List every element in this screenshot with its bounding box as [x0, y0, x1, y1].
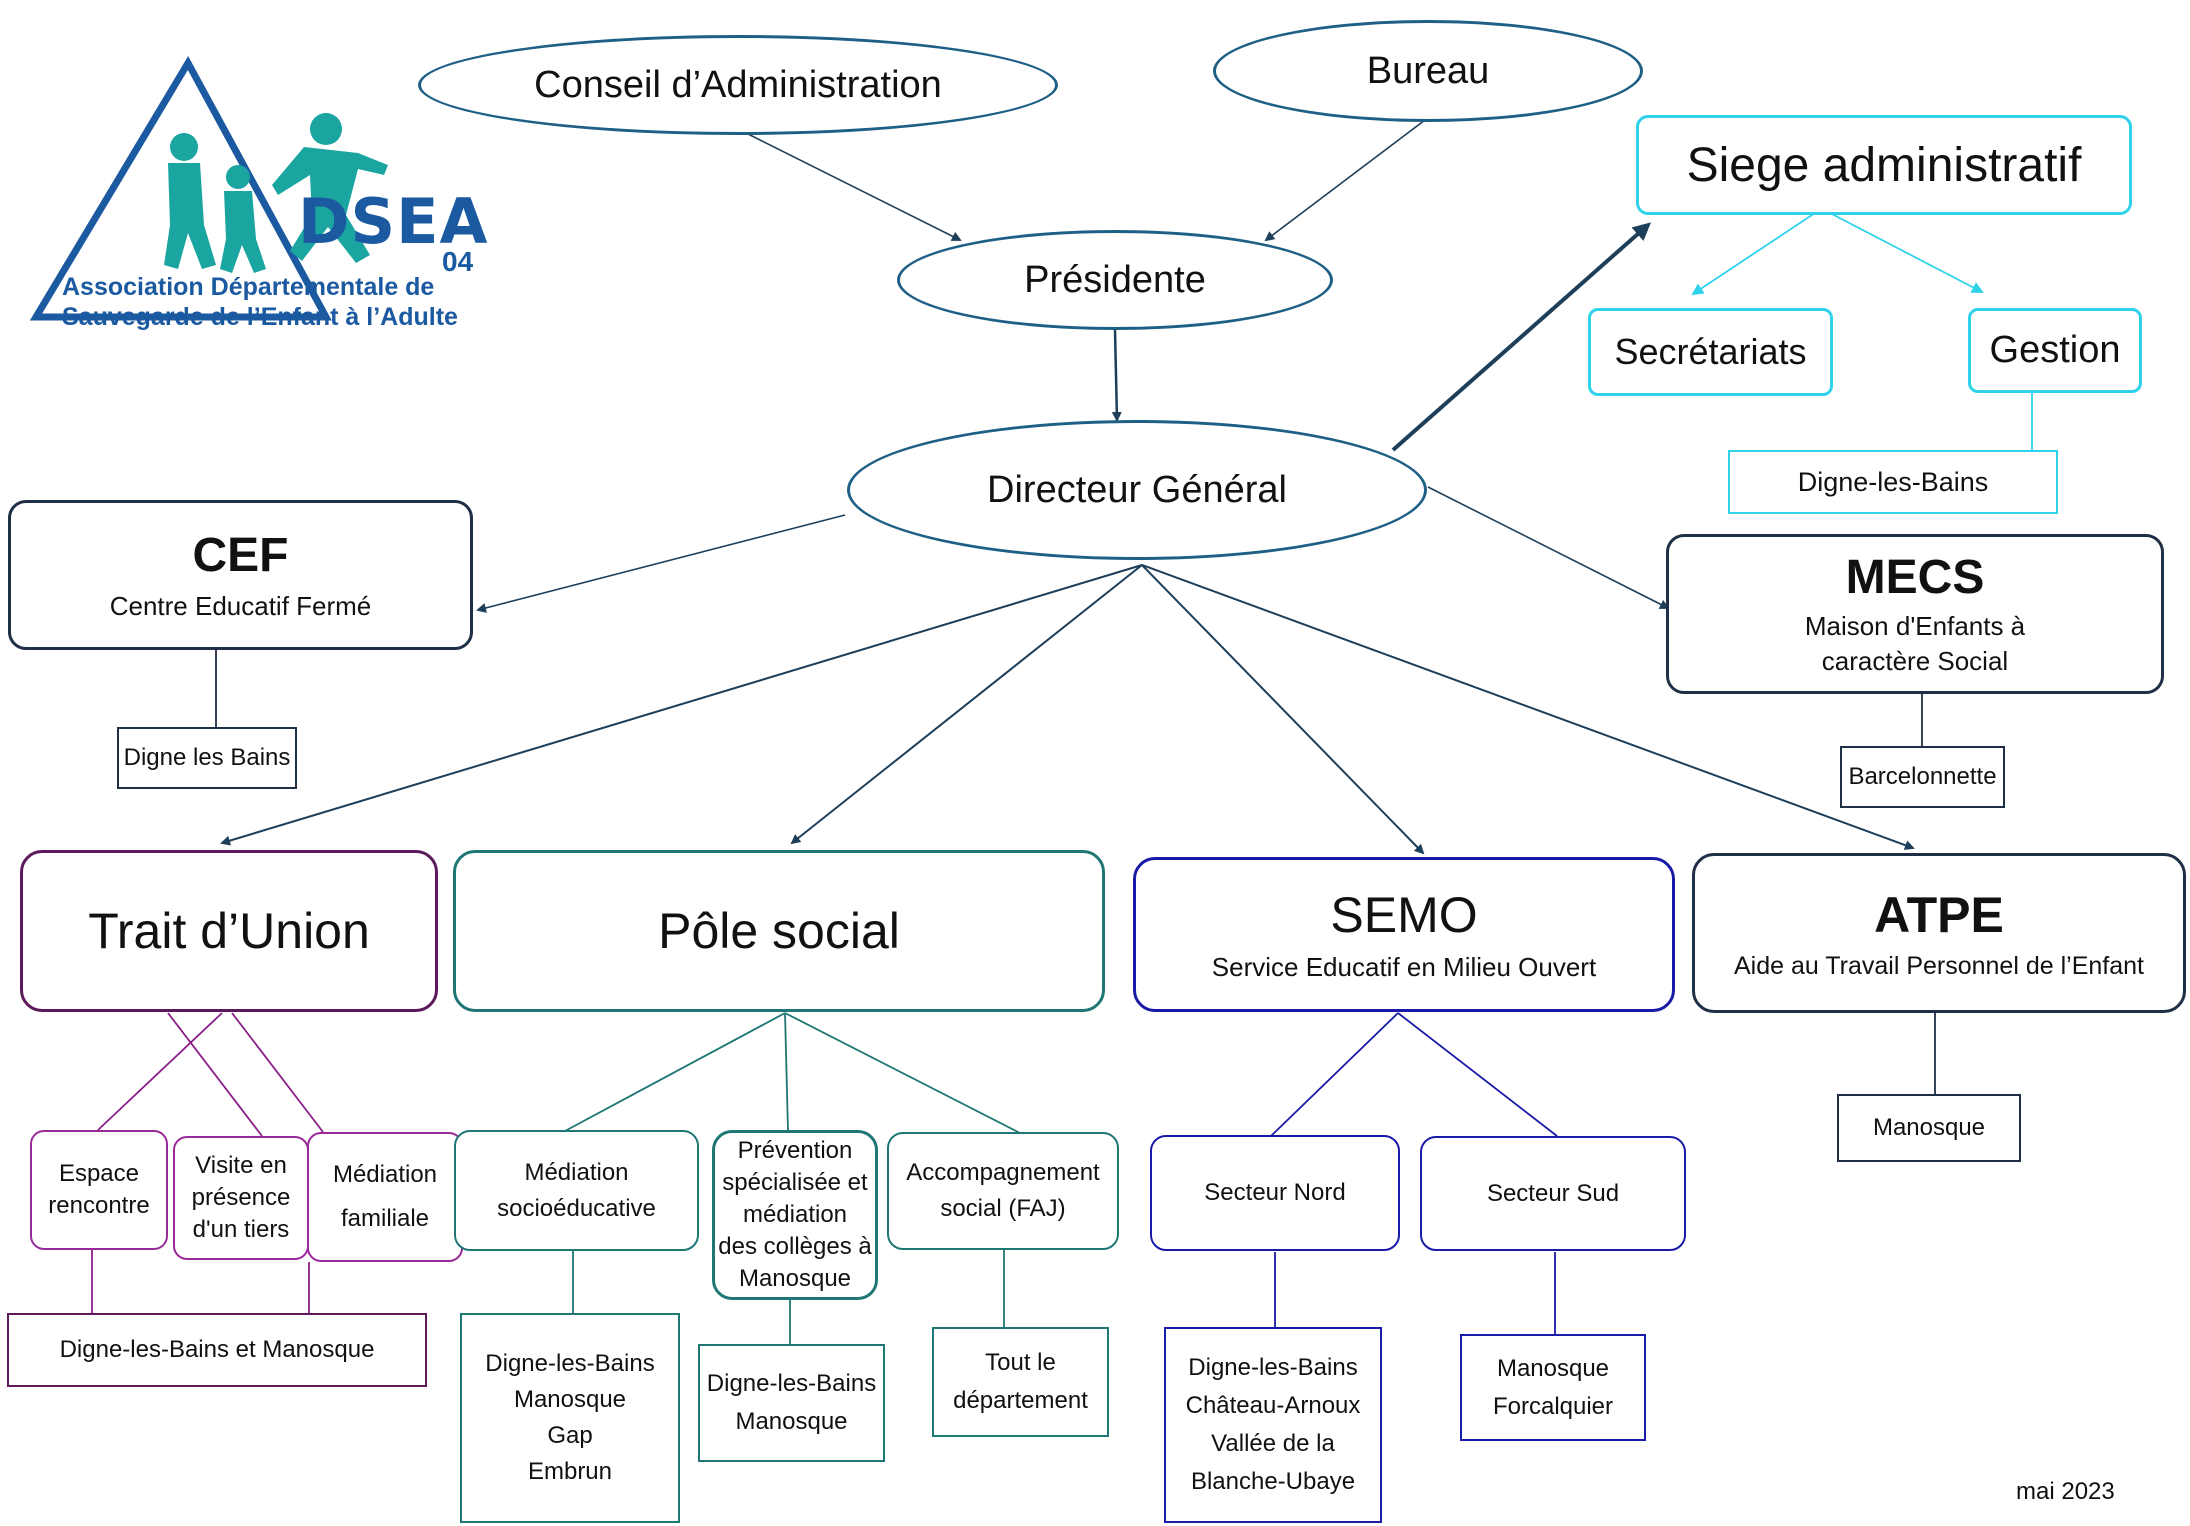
arrow-directeur-trait: [220, 564, 1143, 846]
node-mediation-fam-label: Médiation familiale: [332, 1161, 438, 1232]
node-mediation-socio-label: Médiation socioéducative: [497, 1158, 656, 1222]
node-atpe-subtitle: Aide au Travail Personnel de l’Enfant: [1734, 951, 2144, 980]
node-pole-label: Pôle social: [658, 903, 900, 959]
node-espace: Espace rencontre: [30, 1130, 168, 1250]
node-pole: Pôle social: [453, 850, 1105, 1012]
node-directeur: Directeur Général: [847, 420, 1427, 560]
node-mecs-loc-label: Barcelonnette: [1848, 763, 1997, 790]
arrow-directeur-atpe: [1141, 564, 1915, 850]
node-bureau-label: Bureau: [1366, 49, 1490, 92]
node-secretariats: Secrétariats: [1588, 308, 1833, 396]
node-siege-label: Siege administratif: [1686, 138, 2082, 192]
line-pole-mediation: [564, 1012, 786, 1132]
node-accompagnement-loc-label: Tout le département: [953, 1349, 1088, 1414]
node-cef-loc-label: Digne les Bains: [123, 744, 291, 771]
node-mediation-fam: Médiation familiale: [307, 1132, 463, 1262]
node-prevention-loc-label: Digne-les-Bains Manosque: [706, 1370, 877, 1435]
arrow-directeur-semo: [1141, 564, 1425, 855]
node-secteur-sud-loc: Manosque Forcalquier: [1460, 1334, 1646, 1441]
logo-mark-suffix: 04: [442, 246, 474, 277]
node-trait: Trait d’Union: [20, 850, 438, 1012]
line-trait-espace: [97, 1012, 223, 1131]
node-presidente: Présidente: [897, 230, 1333, 330]
line-pole-prevention: [784, 1012, 789, 1132]
node-gestion: Gestion: [1968, 308, 2142, 393]
node-prevention: Prévention spécialisée et médiation des …: [712, 1130, 878, 1300]
node-trait-loc-label: Digne-les-Bains et Manosque: [59, 1336, 375, 1363]
line-semo-sud: [1397, 1012, 1558, 1137]
node-secteur-sud: Secteur Sud: [1420, 1136, 1686, 1251]
node-conseil: Conseil d’Administration: [418, 35, 1058, 135]
node-cef-loc: Digne les Bains: [117, 727, 297, 789]
arrow-presidente-directeur: [1111, 329, 1122, 422]
logo-caption: Association Départementale de Sauvegarde…: [62, 272, 502, 332]
node-secteur-nord: Secteur Nord: [1150, 1135, 1400, 1251]
node-semo: SEMO Service Educatif en Milieu Ouvert: [1133, 857, 1675, 1012]
node-semo-title: SEMO: [1330, 887, 1478, 943]
node-visite: Visite en présence d'un tiers: [173, 1136, 309, 1260]
arrow-directeur-cef: [476, 514, 846, 613]
arrow-directeur-pole: [790, 564, 1143, 845]
node-accompagnement-label: Accompagnement social (FAJ): [906, 1159, 1100, 1222]
node-mediation-socio-loc: Digne-les-Bains Manosque Gap Embrun: [460, 1313, 680, 1523]
node-semo-subtitle: Service Educatif en Milieu Ouvert: [1211, 952, 1597, 982]
node-mecs-title: MECS: [1845, 550, 1985, 604]
node-cef-subtitle: Centre Educatif Fermé: [109, 591, 372, 621]
node-mediation-socio: Médiation socioéducative: [454, 1130, 699, 1251]
node-secteur-sud-loc-label: Manosque Forcalquier: [1492, 1354, 1614, 1420]
arrow-siege-gestion: [1829, 212, 1984, 293]
node-cef-title: CEF: [192, 529, 289, 582]
node-atpe-loc-label: Manosque: [1872, 1114, 1986, 1141]
node-accompagnement: Accompagnement social (FAJ): [887, 1132, 1119, 1250]
node-conseil-label: Conseil d’Administration: [534, 63, 942, 106]
arrow-bureau-presidente: [1264, 119, 1426, 242]
node-atpe: ATPE Aide au Travail Personnel de l’Enfa…: [1692, 853, 2186, 1013]
arrow-directeur-siege: [1391, 222, 1651, 452]
node-bureau: Bureau: [1213, 20, 1643, 122]
arrow-conseil-presidente: [739, 129, 962, 241]
node-cef: CEF Centre Educatif Fermé: [8, 500, 473, 650]
node-mecs-subtitle: Maison d'Enfants à caractère Social: [1804, 610, 2026, 676]
node-presidente-label: Présidente: [1024, 258, 1206, 301]
line-pole-accompagnement: [784, 1012, 1021, 1134]
arrow-siege-secretariats: [1691, 212, 1816, 296]
node-secteur-nord-loc: Digne-les-Bains Château-Arnoux Vallée de…: [1164, 1327, 1382, 1523]
logo-line-2: Sauvegarde de l’Enfant à l’Adulte: [62, 303, 458, 331]
node-gestion-loc: Digne-les-Bains: [1728, 450, 2058, 514]
node-atpe-title: ATPE: [1874, 886, 2004, 943]
node-visite-label: Visite en présence d'un tiers: [191, 1152, 291, 1243]
node-gestion-loc-label: Digne-les-Bains: [1797, 466, 1989, 497]
node-mecs-loc: Barcelonnette: [1840, 746, 2005, 808]
logo-mark: DSEA: [298, 185, 489, 258]
arrow-directeur-mecs: [1427, 486, 1670, 609]
node-mediation-socio-loc-label: Digne-les-Bains Manosque Gap Embrun: [485, 1350, 655, 1485]
node-secteur-nord-loc-label: Digne-les-Bains Château-Arnoux Vallée de…: [1185, 1354, 1361, 1495]
line-trait-visite: [167, 1012, 263, 1137]
logo-line-1: Association Départementale de: [62, 273, 435, 301]
node-accompagnement-loc: Tout le département: [932, 1327, 1109, 1437]
node-trait-label: Trait d’Union: [88, 903, 370, 959]
node-secretariats-label: Secrétariats: [1614, 331, 1807, 372]
node-siege: Siege administratif: [1636, 115, 2132, 215]
node-trait-loc: Digne-les-Bains et Manosque: [7, 1313, 427, 1387]
node-prevention-loc: Digne-les-Bains Manosque: [698, 1344, 885, 1462]
node-espace-label: Espace rencontre: [48, 1160, 150, 1219]
node-secteur-sud-label: Secteur Sud: [1486, 1179, 1620, 1207]
line-trait-mediation: [231, 1012, 324, 1133]
line-semo-nord: [1270, 1012, 1399, 1137]
node-gestion-label: Gestion: [1989, 329, 2121, 371]
footer-date: mai 2023: [2016, 1478, 2115, 1505]
node-mecs: MECS Maison d'Enfants à caractère Social: [1666, 534, 2164, 694]
node-prevention-label: Prévention spécialisée et médiation des …: [718, 1137, 872, 1292]
node-directeur-label: Directeur Général: [987, 468, 1287, 511]
node-atpe-loc: Manosque: [1837, 1094, 2021, 1162]
node-secteur-nord-label: Secteur Nord: [1204, 1179, 1346, 1206]
logo-triangle-icon: [29, 55, 388, 321]
